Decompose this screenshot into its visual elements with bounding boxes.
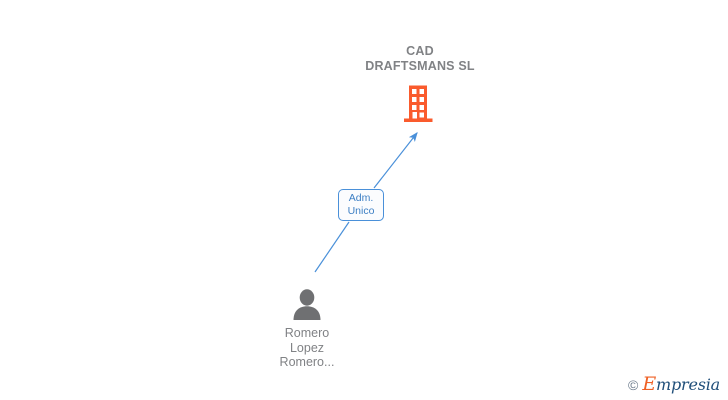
brand-rest: mpresia xyxy=(656,375,720,394)
company-name-line-1: CAD xyxy=(406,44,434,58)
connector-line-lower xyxy=(314,221,350,273)
connector-line-upper xyxy=(373,132,418,189)
person-node[interactable]: Romero Lopez Romero... xyxy=(248,284,366,370)
company-node[interactable]: CAD DRAFTSMANS SL xyxy=(335,44,505,125)
building-icon xyxy=(404,85,433,122)
person-name: Romero Lopez Romero... xyxy=(248,326,366,370)
company-name-line-2: DRAFTSMANS SL xyxy=(365,59,475,73)
person-icon-wrap xyxy=(248,284,366,320)
company-icon-wrap xyxy=(335,83,505,125)
relationship-label-line-2: Unico xyxy=(347,205,375,217)
copyright-icon: © xyxy=(628,376,639,393)
company-name: CAD DRAFTSMANS SL xyxy=(335,44,505,74)
brand-logo: Empresia xyxy=(642,375,720,394)
relationship-label-line-1: Adm. xyxy=(348,192,374,204)
watermark: © Empresia xyxy=(628,375,720,394)
person-name-line-1: Romero xyxy=(284,326,330,340)
relationship-label-box[interactable]: Adm. Unico xyxy=(338,189,384,221)
user-silhouette-icon xyxy=(293,289,321,320)
person-name-line-3: Romero... xyxy=(279,355,335,369)
brand-initial: E xyxy=(642,373,656,395)
person-name-line-2: Lopez xyxy=(289,340,325,355)
